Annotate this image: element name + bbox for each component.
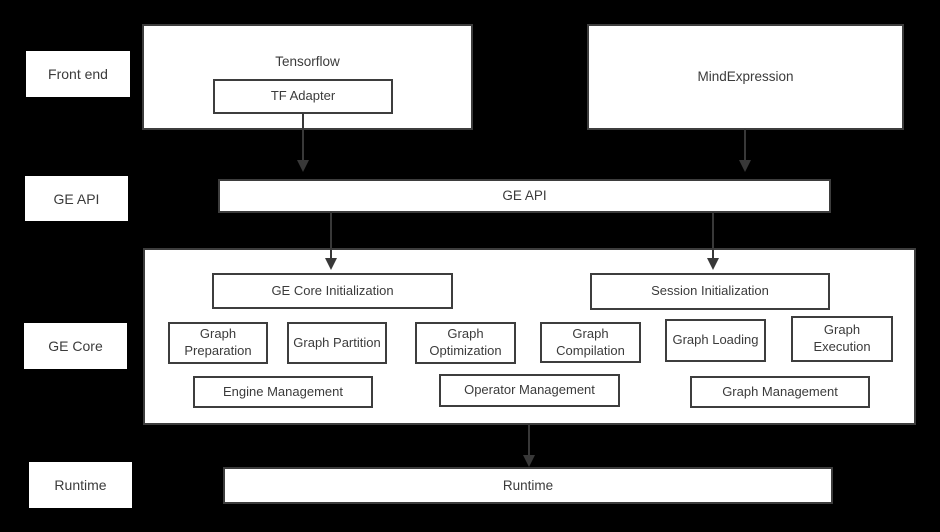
side-label-runtime: Runtime xyxy=(29,462,132,508)
arrow-head xyxy=(297,160,309,172)
mindexpression-box: MindExpression xyxy=(587,24,904,130)
engine-management-box: Engine Management xyxy=(193,376,373,408)
stage-box-graph-loading: Graph Loading xyxy=(665,319,766,362)
stage-box-graph-preparation: Graph Preparation xyxy=(168,322,268,364)
stage-box-graph-compilation: Graph Compilation xyxy=(540,322,641,363)
graph-management-box: Graph Management xyxy=(690,376,870,408)
side-label-ge-api: GE API xyxy=(25,176,128,221)
arrow-stem xyxy=(744,129,746,160)
stage-box-graph-partition: Graph Partition xyxy=(287,322,387,364)
stage-box-graph-optimization: Graph Optimization xyxy=(415,322,516,364)
arrow-head xyxy=(707,258,719,270)
tf-adapter-box: TF Adapter xyxy=(213,79,393,114)
arrow-head xyxy=(325,258,337,270)
arrow-stem xyxy=(528,424,530,455)
side-label-ge-core: GE Core xyxy=(24,323,127,369)
arrow-stem xyxy=(302,113,304,160)
ge-core-box: GE Core Initialization Session Initializ… xyxy=(143,248,916,425)
arrow-stem xyxy=(330,212,332,258)
arrow-head xyxy=(739,160,751,172)
arrow-geapi-to-coreinit xyxy=(325,212,337,270)
stage-box-graph-execution: Graph Execution xyxy=(791,316,893,362)
ge-api-bar: GE API xyxy=(218,179,831,213)
arrow-head xyxy=(523,455,535,467)
side-label-front-end: Front end xyxy=(26,51,130,97)
session-init-box: Session Initialization xyxy=(590,273,830,310)
arrow-mindexpression-to-geapi xyxy=(739,129,751,172)
ge-core-init-box: GE Core Initialization xyxy=(212,273,453,309)
arrow-tfadapter-to-geapi xyxy=(297,113,309,172)
tensorflow-title: Tensorflow xyxy=(275,54,340,69)
tensorflow-box: Tensorflow TF Adapter xyxy=(142,24,473,130)
arrow-geapi-to-sessioninit xyxy=(707,212,719,270)
arrow-gecore-to-runtime xyxy=(523,424,535,467)
arrow-stem xyxy=(712,212,714,258)
operator-management-box: Operator Management xyxy=(439,374,620,407)
runtime-bar: Runtime xyxy=(223,467,833,504)
